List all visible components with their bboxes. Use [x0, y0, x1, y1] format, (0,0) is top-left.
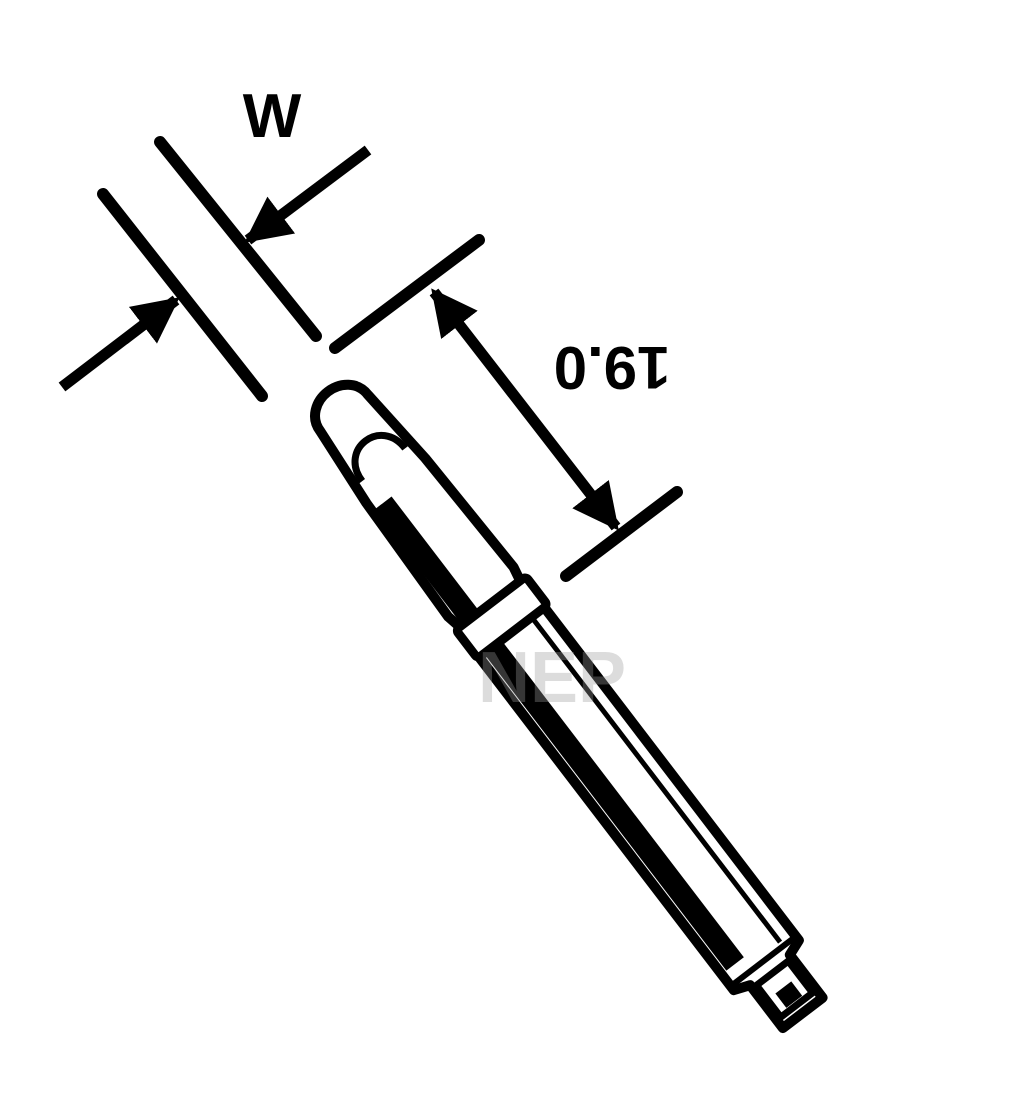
end-ring-line	[730, 935, 797, 988]
length-arrow	[429, 288, 621, 531]
length-dimension: 19.0	[329, 234, 683, 582]
width-dimension: W	[58, 82, 372, 402]
collar-ring	[452, 573, 551, 662]
shank-shadow	[374, 496, 744, 971]
width-extension-line-right	[154, 136, 322, 342]
width-label: W	[243, 82, 302, 151]
shank-line	[523, 606, 783, 944]
tip-outline	[310, 379, 828, 1034]
length-label: 19.0	[554, 334, 671, 401]
width-extension-line-left	[97, 188, 268, 402]
end-connector-slot	[775, 981, 803, 1008]
tip-nose	[351, 432, 408, 484]
width-arrow-right	[244, 145, 372, 245]
watermark: NEP	[478, 638, 626, 718]
length-extension-line-bottom	[560, 486, 683, 582]
soldering-tip	[310, 379, 828, 1034]
width-arrow-left	[58, 295, 180, 392]
length-extension-line-top	[329, 234, 485, 354]
